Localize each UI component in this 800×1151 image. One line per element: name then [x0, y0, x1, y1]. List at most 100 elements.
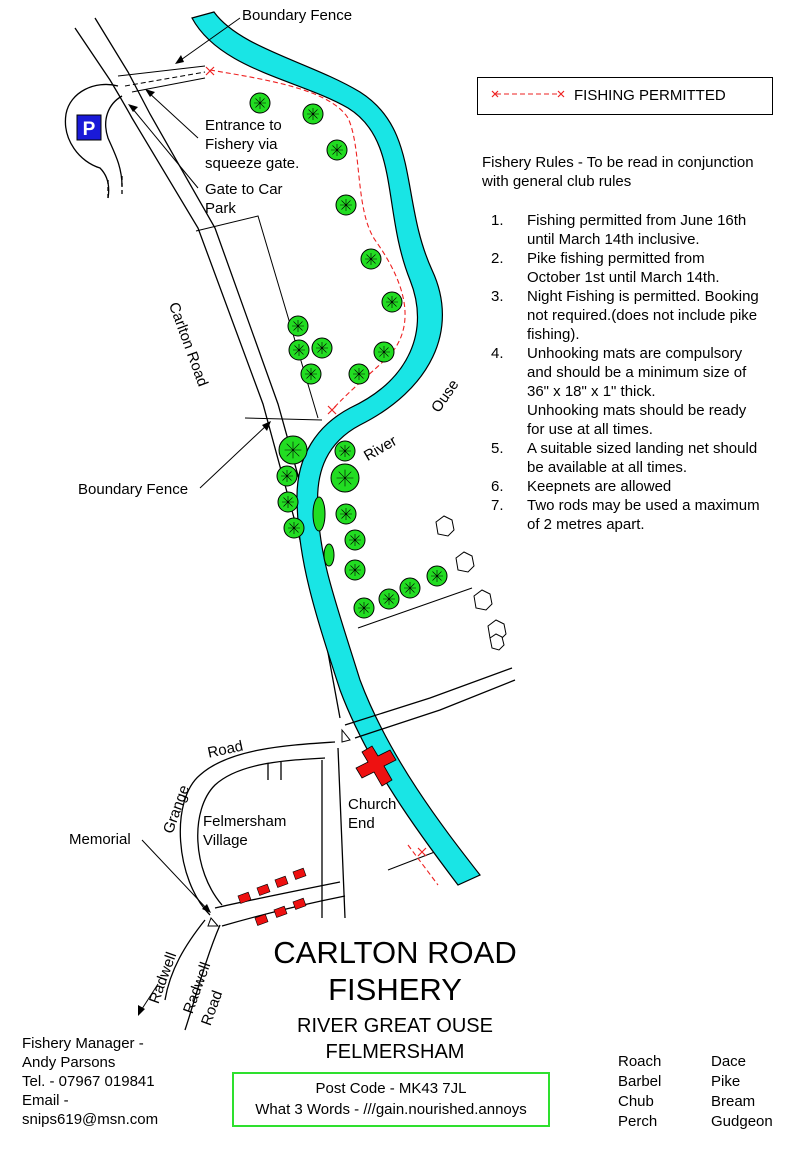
fishery-manager-contact: Fishery Manager - Andy Parsons Tel. - 07… [22, 1034, 158, 1129]
rules-list: 1. Fishing permitted from June 16th until … [482, 211, 792, 534]
grange-road [164, 667, 516, 1031]
rule-text: Keepnets are allowed [527, 478, 672, 495]
fish-species: Pike [711, 1073, 741, 1090]
church-building [355, 745, 397, 787]
tree-icon-detail [254, 97, 266, 109]
tree-icon-detail [305, 368, 317, 380]
tree-icon-detail [340, 508, 352, 520]
tree-icon-detail [404, 582, 416, 594]
label-boundary-fence-top: Boundary Fence [242, 7, 353, 24]
tree-icon-detail [431, 570, 443, 582]
tree-icon-detail [349, 534, 361, 546]
arrowheads [128, 55, 271, 1016]
tree-icon-detail [282, 496, 294, 508]
tree-icon-detail [365, 253, 377, 265]
tree-icon-detail [386, 296, 398, 308]
legend-label: FISHING PERMITTED [574, 87, 726, 104]
rule-text: until March 14th inclusive. [527, 231, 700, 248]
tree-icon-detail [383, 593, 395, 605]
rule-number: 5. [491, 440, 504, 457]
rule-text: for use at all times. [527, 421, 653, 438]
label-gate-2: Park [205, 200, 236, 217]
fish-species: Gudgeon [711, 1113, 773, 1130]
parking-sign [76, 114, 102, 141]
rule-number: 6. [491, 478, 504, 495]
fishing-permitted-marker [205, 66, 427, 857]
manager-phone: Tel. - 07967 019841 [22, 1073, 155, 1090]
rule-text: Unhooking mats should be ready [527, 402, 747, 419]
fish-species: Perch [618, 1113, 658, 1130]
tree-icon-detail [316, 342, 328, 354]
manager-name: Andy Parsons [22, 1054, 116, 1071]
junction-island [341, 728, 351, 743]
tree-icon-detail [281, 470, 293, 482]
tree-icon-detail [331, 144, 343, 156]
post-code: Post Code - MK43 7JL [315, 1080, 467, 1097]
tree-icon-detail [340, 199, 352, 211]
map-subtitle-line-1: RIVER GREAT OUSE [297, 1015, 493, 1037]
label-memorial: Memorial [69, 831, 131, 848]
rule-text: and should be a minimum size of [527, 364, 747, 381]
rule-number: 1. [491, 212, 504, 229]
rule-item: 1. Fishing permitted from June 16th until … [482, 211, 792, 249]
manager-email-label: Email - [22, 1092, 69, 1109]
island [323, 543, 335, 567]
label-entrance-3: squeeze gate. [205, 155, 300, 172]
rule-text: Two rods may be used a maximum [527, 497, 760, 514]
label-felmersham-2: Village [203, 832, 248, 849]
rule-number: 7. [491, 497, 504, 514]
tree-icon-detail [284, 441, 302, 459]
rule-text: Night Fishing is permitted. Booking [527, 288, 759, 305]
map-legend: FISHING PERMITTED [477, 77, 773, 115]
rule-text: 36" x 18" x 1" thick. [527, 383, 656, 400]
fish-species-col-2: Dace Pike Bream Gudgeon [711, 1052, 773, 1132]
rule-text: A suitable sized landing net should [527, 440, 758, 457]
rule-number: 3. [491, 288, 504, 305]
trees [249, 92, 448, 619]
map-subtitle-line-2: FELMERSHAM [325, 1041, 465, 1063]
label-church-1: Church [348, 796, 397, 813]
tree-icon-detail [358, 602, 370, 614]
rule-item: 7. Two rods may be used a maximum of 2 met… [482, 496, 792, 534]
rule-text: fishing). [527, 326, 580, 343]
fish-species: Bream [711, 1093, 756, 1110]
rule-text: Fishing permitted from June 16th [527, 212, 747, 229]
rule-item: 5. A suitable sized landing net should be … [482, 439, 792, 477]
tree-icon-detail [307, 108, 319, 120]
label-gate-1: Gate to Car [205, 181, 283, 198]
tree-icon-detail [292, 320, 304, 332]
tree-icon-detail [336, 469, 354, 487]
fishery-rules: Fishery Rules - To be read in conjunctio… [482, 153, 792, 534]
label-entrance-1: Entrance to [205, 117, 282, 134]
rule-text: of 2 metres apart. [527, 516, 645, 533]
rule-text: be available at all times. [527, 459, 688, 476]
tree-icon-detail [353, 368, 365, 380]
label-boundary-fence-mid: Boundary Fence [78, 481, 189, 498]
memorial-island [207, 917, 220, 927]
label-felmersham-1: Felmersham [203, 813, 287, 830]
fish-species: Barbel [618, 1073, 662, 1090]
tree-icon-detail [378, 346, 390, 358]
rules-heading-1: Fishery Rules - To be read in conjunctio… [482, 154, 754, 171]
river-great-ouse [191, 11, 481, 886]
map-title-line-1: CARLTON ROAD [273, 935, 517, 970]
rule-text: October 1st until March 14th. [527, 269, 720, 286]
rule-number: 2. [491, 250, 504, 267]
rule-text: Pike fishing permitted from [527, 250, 705, 267]
manager-line-1: Fishery Manager - [22, 1035, 144, 1052]
tree-icon-detail [288, 522, 300, 534]
pointer-arrows [131, 17, 269, 1013]
fish-species-col-1: Roach Barbel Chub Perch [618, 1052, 661, 1132]
rule-number: 4. [491, 345, 504, 362]
tree-icon-detail [339, 445, 351, 457]
fish-species: Dace [711, 1053, 747, 1070]
bushes [435, 515, 507, 651]
fish-species: Chub [618, 1093, 654, 1110]
rule-item: 6. Keepnets are allowed [482, 477, 792, 496]
postcode-box: Post Code - MK43 7JL What 3 Words - ///g… [232, 1072, 550, 1127]
tree-icon-detail [293, 344, 305, 356]
rule-text: not required.(does not include pike [527, 307, 758, 324]
